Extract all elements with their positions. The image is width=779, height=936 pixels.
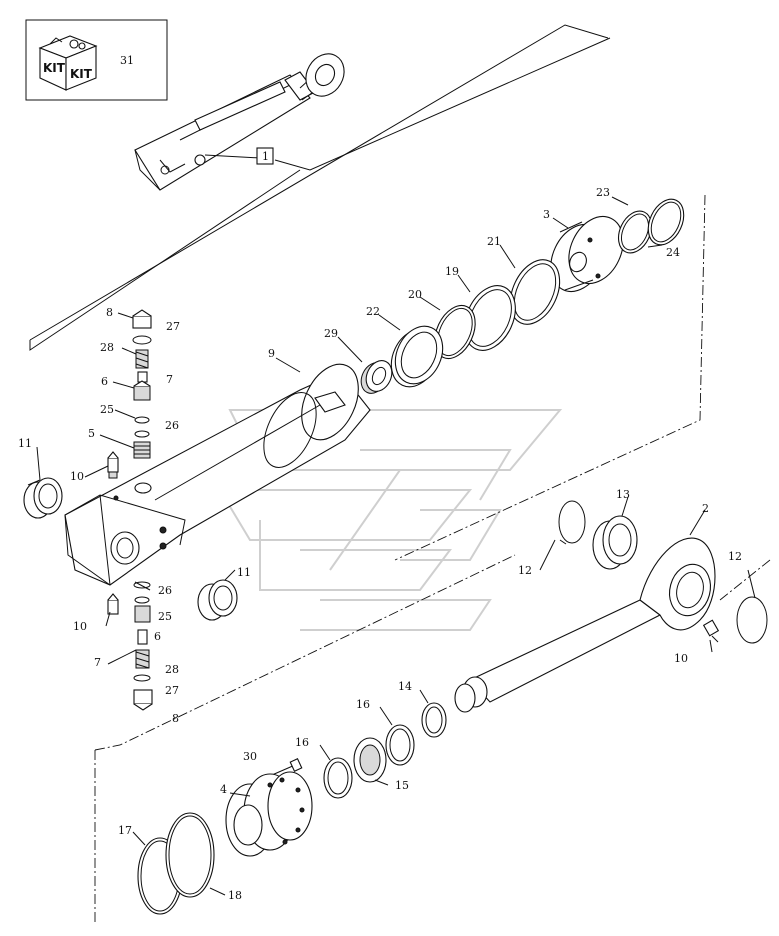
valve-stack-upper[interactable] <box>132 309 152 459</box>
callout-31: 31 <box>120 54 134 67</box>
bolt-30[interactable] <box>271 758 303 776</box>
grease-fitting-10-upper[interactable] <box>107 451 119 479</box>
callout-28-upper[interactable]: 28 <box>100 341 114 354</box>
callout-11-upper[interactable]: 11 <box>18 437 32 450</box>
ring-21[interactable] <box>501 252 570 332</box>
callout-16-upper[interactable]: 16 <box>356 698 370 711</box>
callout-11-lower[interactable]: 11 <box>237 566 251 579</box>
ring-18[interactable] <box>165 812 215 898</box>
seal-16-lower[interactable] <box>323 757 353 799</box>
barrel-9[interactable] <box>64 355 371 586</box>
callout-20[interactable]: 20 <box>408 288 422 301</box>
cylinder-assembly-overview[interactable]: 1 <box>134 47 352 191</box>
frame-lines <box>29 24 771 925</box>
callout-28-lower[interactable]: 28 <box>165 663 179 676</box>
callout-12-right[interactable]: 12 <box>728 550 742 563</box>
callout-18[interactable]: 18 <box>228 889 242 902</box>
callout-15[interactable]: 15 <box>395 779 409 792</box>
callout-8-upper[interactable]: 8 <box>106 306 113 319</box>
grease-fitting-10-rod[interactable] <box>702 619 720 643</box>
ring-24[interactable] <box>641 193 690 250</box>
callout-13[interactable]: 13 <box>616 488 630 501</box>
callout-6-upper[interactable]: 6 <box>101 375 108 388</box>
callout-5[interactable]: 5 <box>88 427 95 440</box>
callout-1: 1 <box>262 150 269 163</box>
callout-7-upper[interactable]: 7 <box>166 373 173 386</box>
kit-box[interactable]: KIT KIT 31 <box>25 19 168 101</box>
callout-25-upper[interactable]: 25 <box>100 403 114 416</box>
callout-16-lower[interactable]: 16 <box>295 736 309 749</box>
seal-16-upper[interactable] <box>385 724 415 766</box>
callout-30[interactable]: 30 <box>243 750 257 763</box>
rod-2[interactable] <box>454 537 716 713</box>
callout-2[interactable]: 2 <box>702 502 709 515</box>
callout-4[interactable]: 4 <box>220 783 227 796</box>
callout-10-upper[interactable]: 10 <box>70 470 84 483</box>
callout-7-lower[interactable]: 7 <box>94 656 101 669</box>
callout-27-lower[interactable]: 27 <box>165 684 179 697</box>
kit-icon: KIT KIT <box>38 35 98 91</box>
callout-17[interactable]: 17 <box>118 824 132 837</box>
callout-6-lower[interactable]: 6 <box>154 630 161 643</box>
callouts: 23 24 3 21 19 20 22 29 9 8 27 28 6 7 25 … <box>18 186 742 902</box>
callout-25-lower[interactable]: 25 <box>158 610 172 623</box>
callout-14[interactable]: 14 <box>398 680 412 693</box>
leader-lines <box>36 196 756 896</box>
bushing-11-upper[interactable] <box>23 477 63 519</box>
callout-24[interactable]: 24 <box>666 246 680 259</box>
snap-ring-12-left[interactable] <box>558 500 586 545</box>
callout-27-upper[interactable]: 27 <box>166 320 180 333</box>
kit-word-right: KIT <box>70 67 93 81</box>
assembly-ref-box <box>256 147 274 165</box>
callout-23[interactable]: 23 <box>596 186 610 199</box>
callout-22[interactable]: 22 <box>366 305 380 318</box>
callout-26-upper[interactable]: 26 <box>165 419 179 432</box>
callout-12-left[interactable]: 12 <box>518 564 532 577</box>
callout-26-lower[interactable]: 26 <box>158 584 172 597</box>
callout-29[interactable]: 29 <box>324 327 338 340</box>
gland-4[interactable] <box>225 771 313 857</box>
kit-word-left: KIT <box>43 61 66 75</box>
grease-fitting-10-left[interactable] <box>107 593 119 615</box>
callout-3[interactable]: 3 <box>543 208 550 221</box>
bushing-13[interactable] <box>592 515 638 570</box>
callout-21[interactable]: 21 <box>487 235 501 248</box>
piston-3[interactable] <box>541 208 634 301</box>
nut-29[interactable] <box>356 356 396 397</box>
valve-stack-lower[interactable] <box>133 581 153 711</box>
callout-10-left[interactable]: 10 <box>73 620 87 633</box>
callout-9[interactable]: 9 <box>268 347 275 360</box>
callout-8-lower[interactable]: 8 <box>172 712 179 725</box>
snap-ring-12-right[interactable] <box>736 596 768 644</box>
bushing-11-lower[interactable] <box>197 579 238 621</box>
callout-10-rod[interactable]: 10 <box>674 652 688 665</box>
callout-19[interactable]: 19 <box>445 265 459 278</box>
